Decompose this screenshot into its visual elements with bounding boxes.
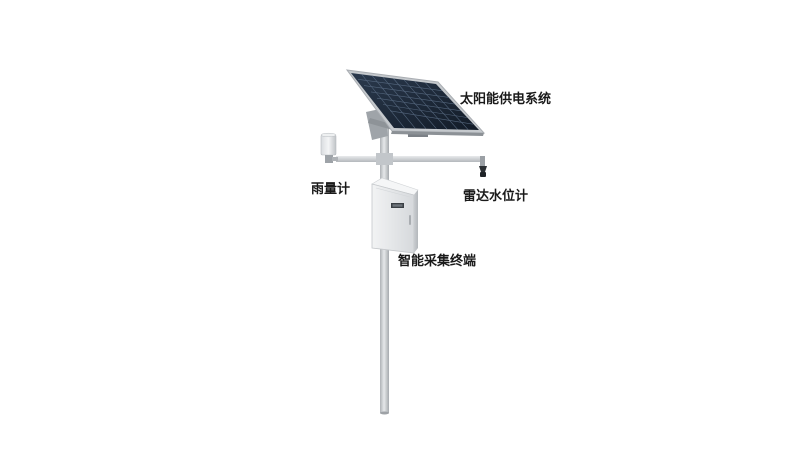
- mounting-pole: [380, 95, 389, 415]
- solar-panel-icon: [345, 69, 486, 136]
- sensor-arm: [336, 153, 484, 165]
- label-rain-gauge: 雨量计: [311, 182, 351, 197]
- cabinet-icon: [371, 177, 419, 254]
- rain-gauge-icon: [320, 132, 338, 163]
- label-smart-collection-terminal: 智能采集终端: [398, 254, 477, 269]
- label-solar-power-system: 太阳能供电系统: [460, 92, 552, 107]
- radar-sensor-icon: [479, 156, 487, 177]
- label-radar-water-level-meter: 雷达水位计: [463, 189, 529, 204]
